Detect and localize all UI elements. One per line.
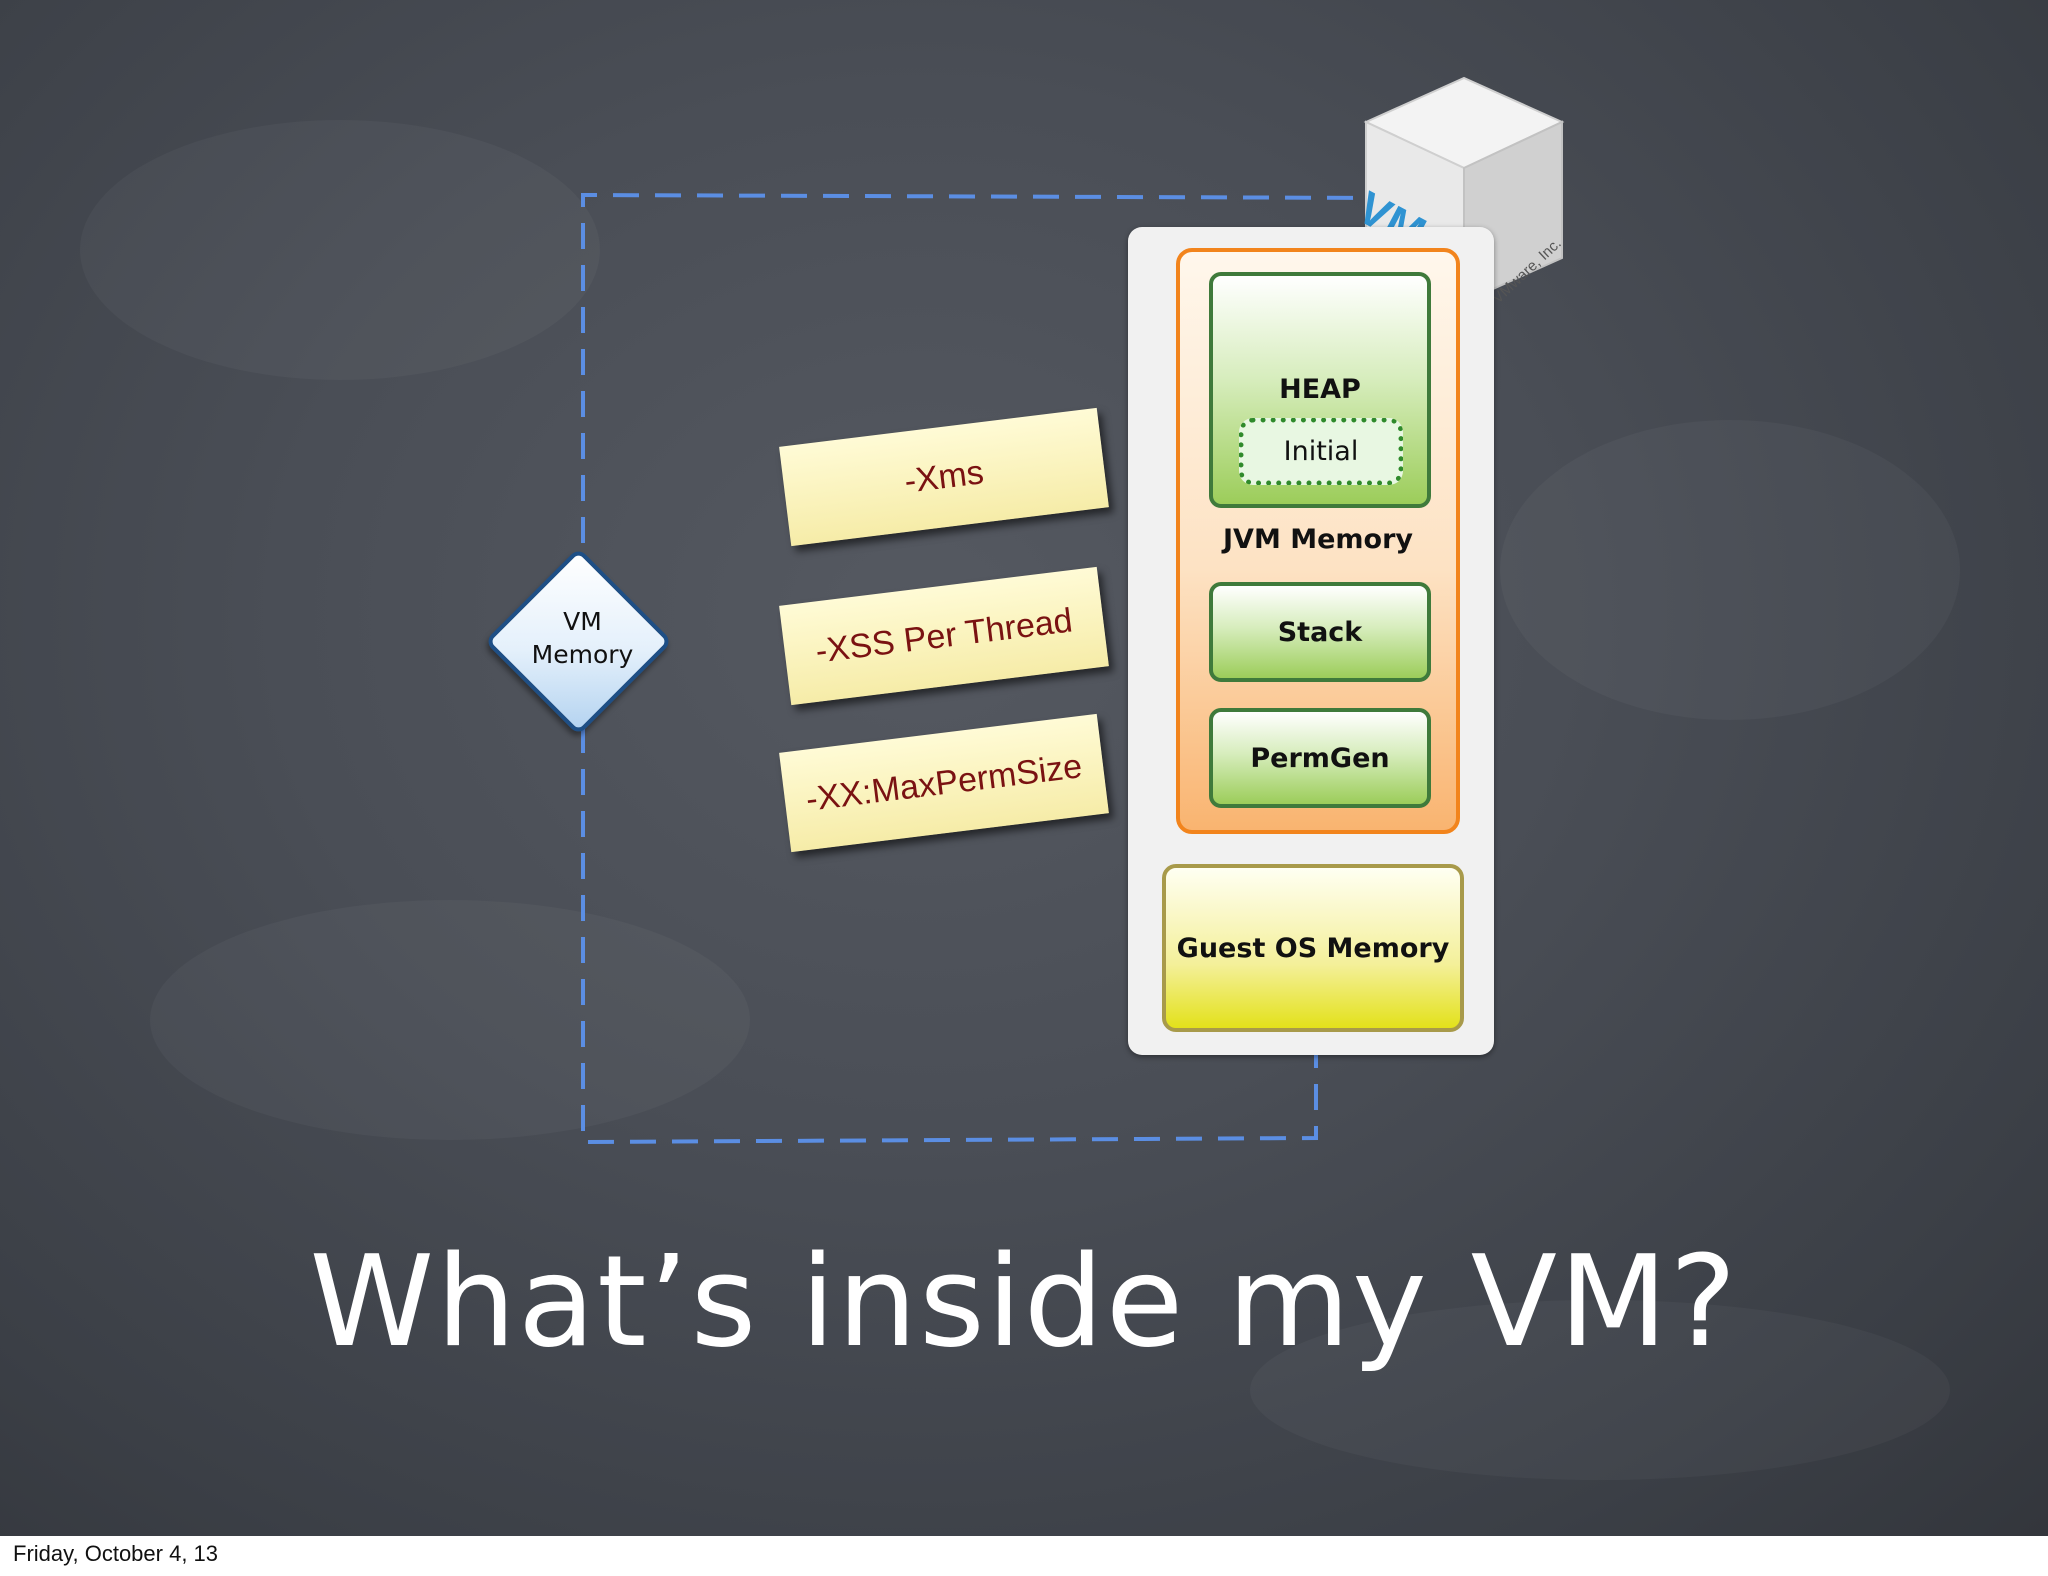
footer-date: Friday, October 4, 13 (13, 1541, 219, 1566)
maxpermsize-note-label: -XX:MaxPermSize (803, 746, 1085, 819)
xms-note-label: -Xms (902, 452, 986, 501)
guest-os-memory-box: Guest OS Memory (1162, 864, 1464, 1032)
slide-title: What’s inside my VM? (309, 1228, 1739, 1375)
heap-label: HEAP (1279, 374, 1361, 405)
chalkboard-slide: VM © VMware, Inc. -Xms -XSS Per Thread -… (0, 0, 2048, 1536)
initial-label: Initial (1283, 436, 1359, 467)
permgen-label: PermGen (1250, 742, 1390, 774)
vm-memory-dashed-bracket (581, 192, 1396, 1145)
guest-os-memory-label: Guest OS Memory (1176, 932, 1450, 964)
vm-memory-label-line2: Memory (531, 640, 634, 669)
permgen-box: PermGen (1209, 708, 1431, 808)
stack-box: Stack (1209, 582, 1431, 682)
jvm-memory-label: JVM Memory (1223, 524, 1413, 555)
vm-memory-label-line1: VM (563, 607, 602, 636)
stack-label: Stack (1277, 616, 1363, 648)
initial-heap-box: Initial (1239, 418, 1403, 485)
xss-note-label: -XSS Per Thread (813, 600, 1075, 671)
footer-bar (0, 1536, 2048, 1576)
vm-memory-label: VM Memory (500, 605, 665, 671)
